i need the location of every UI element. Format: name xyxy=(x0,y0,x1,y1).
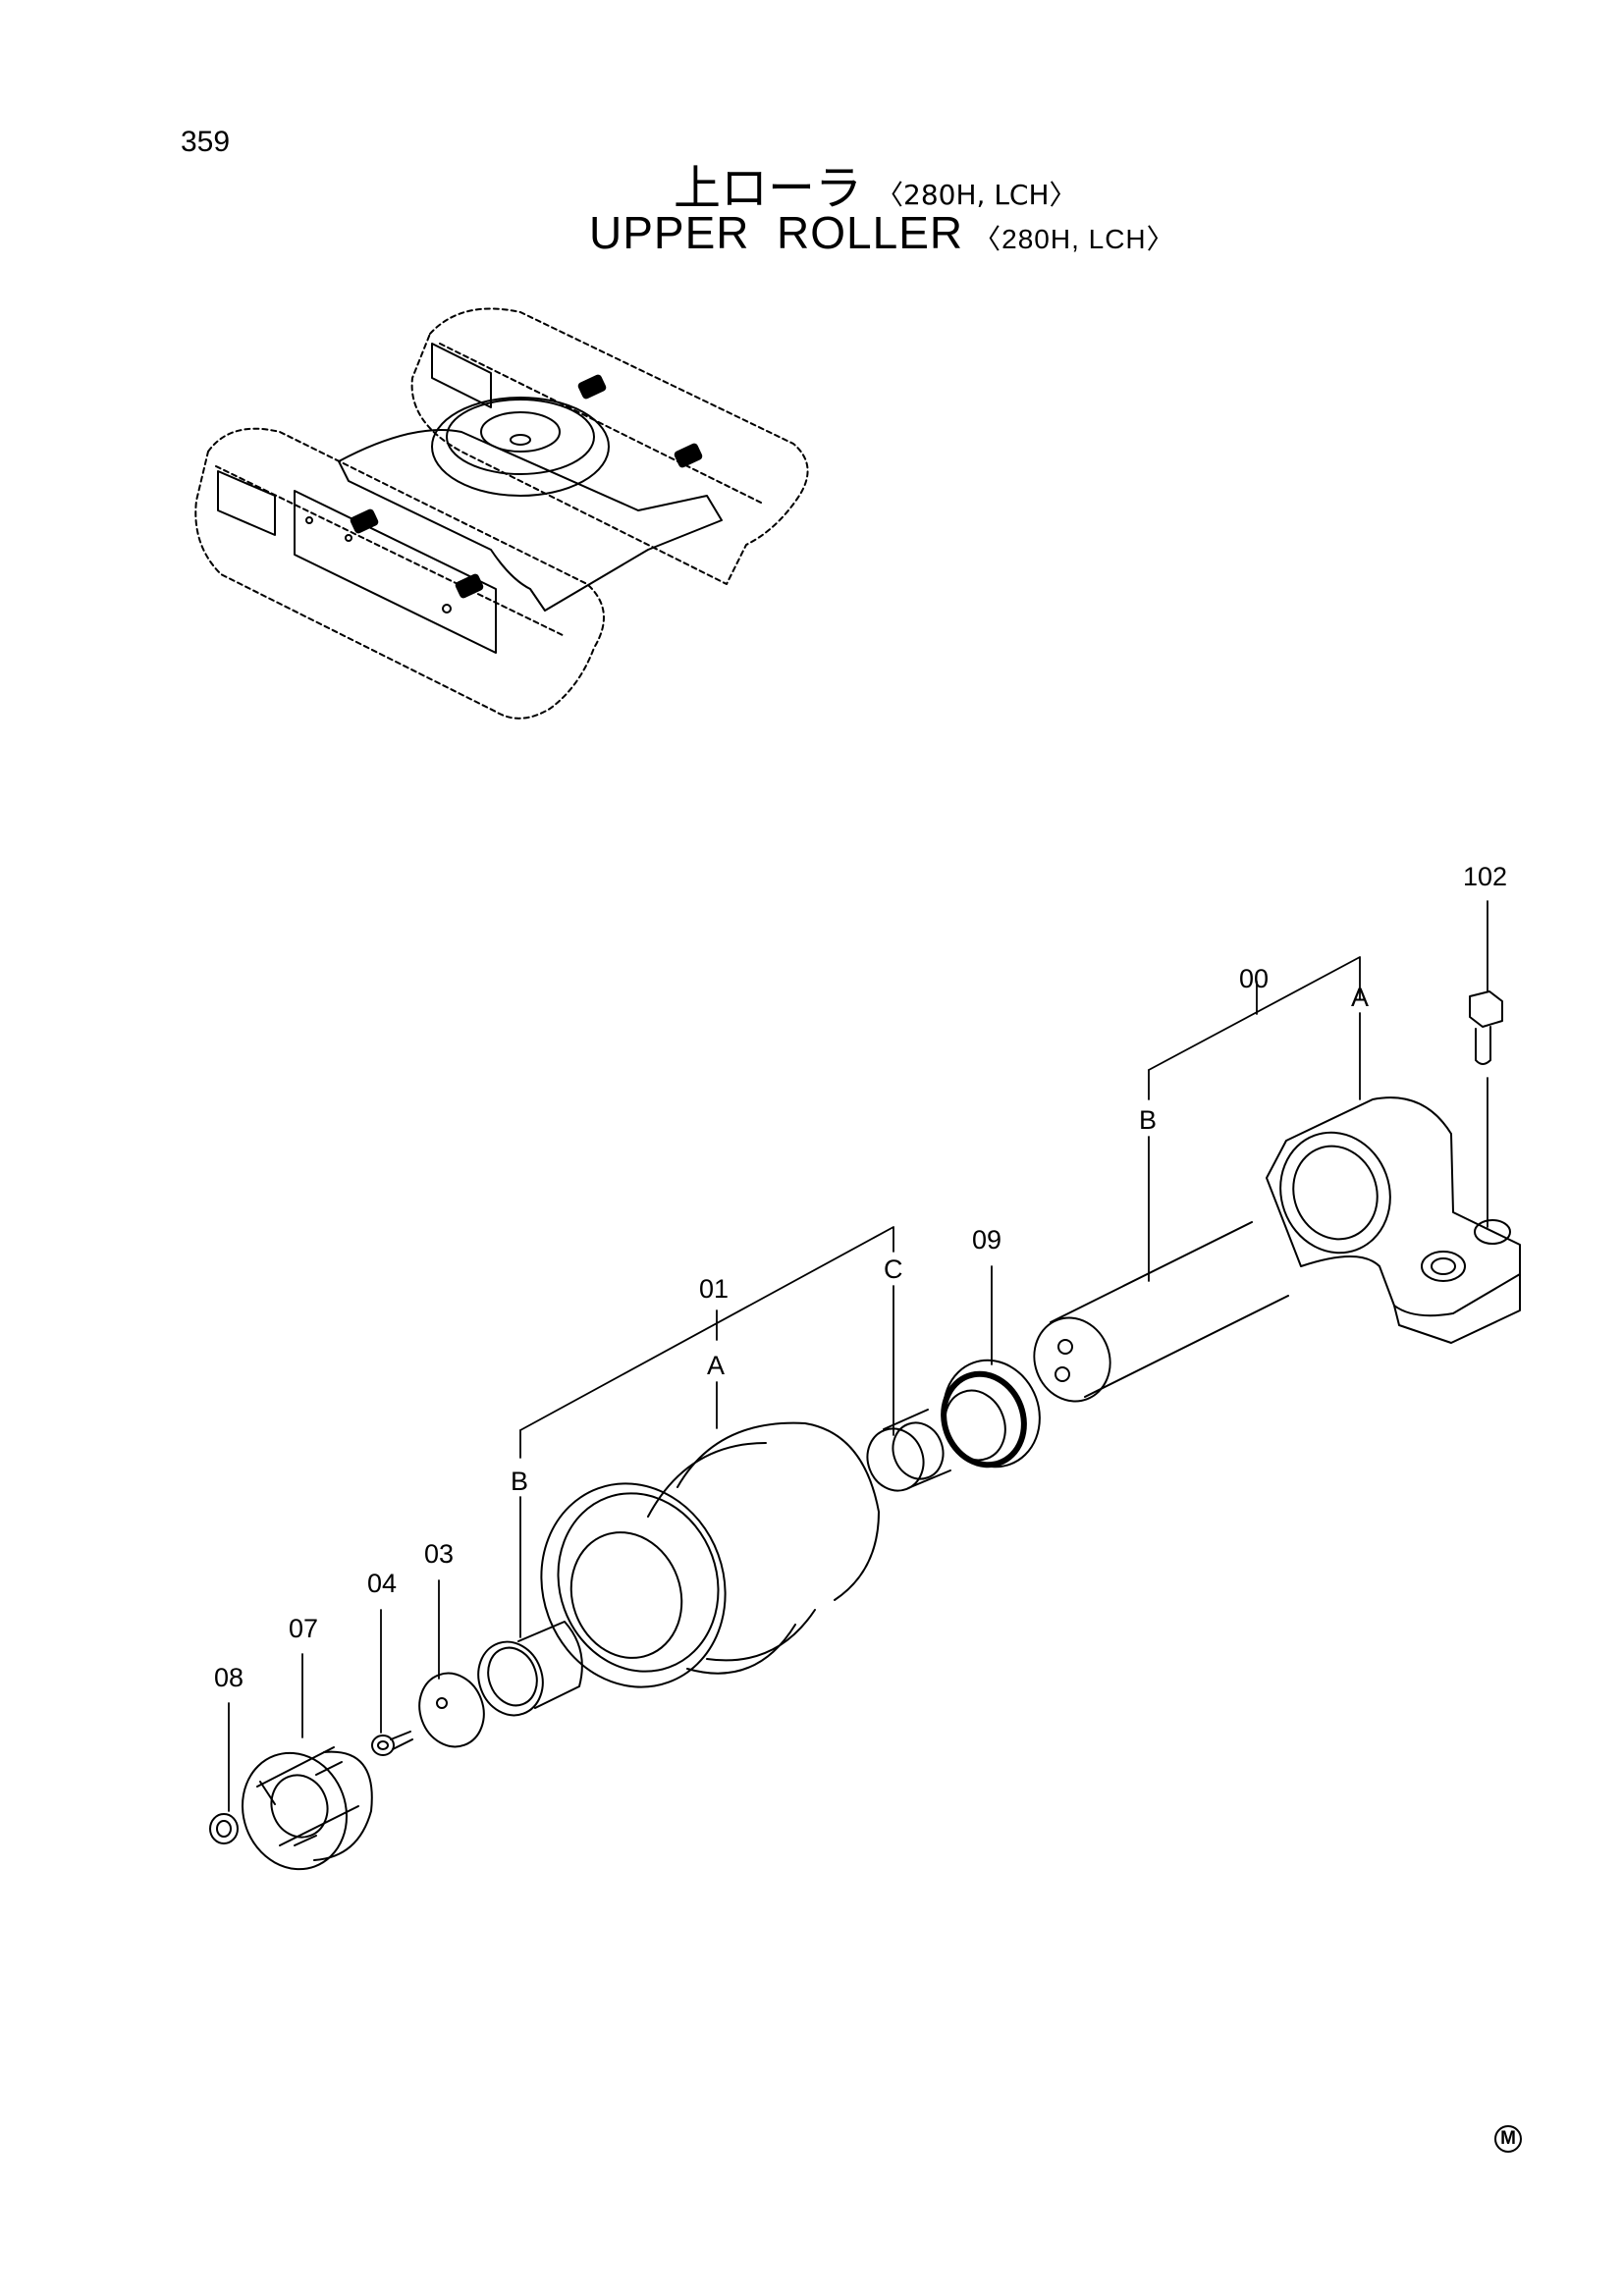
label-00-A: A xyxy=(1351,983,1369,1012)
bolt-04-part xyxy=(371,1731,413,1756)
bolt-102-part xyxy=(1469,990,1503,1065)
title-japanese: 上ローラ〈280H, LCH〉 xyxy=(674,149,1077,218)
roller-position-marks xyxy=(350,374,703,599)
label-00-B: B xyxy=(1139,1105,1157,1135)
bracket-part xyxy=(1266,1096,1521,1344)
title-en-models: 〈280H, LCH〉 xyxy=(973,224,1175,254)
label-102: 102 xyxy=(1463,862,1507,891)
seal-part xyxy=(941,1359,1041,1468)
undercarriage-overview xyxy=(194,307,809,720)
bushing-part xyxy=(866,1409,951,1492)
leader-lines xyxy=(228,900,1488,1812)
title-jp-models: 〈280H, LCH〉 xyxy=(876,179,1077,211)
publisher-mark: M xyxy=(1494,2125,1522,2153)
label-08: 08 xyxy=(214,1663,243,1692)
label-09: 09 xyxy=(972,1225,1001,1255)
label-04: 04 xyxy=(367,1569,397,1598)
thrust-plate-part xyxy=(418,1672,485,1748)
label-07: 07 xyxy=(289,1614,318,1643)
title-english: UPPER ROLLER 〈280H, LCH〉 xyxy=(589,206,1175,259)
flanged-bushing-part xyxy=(477,1621,583,1717)
label-01-C: C xyxy=(884,1255,903,1284)
title-en-text: UPPER ROLLER xyxy=(589,207,964,258)
roller-part xyxy=(540,1421,880,1688)
label-01: 01 xyxy=(699,1274,729,1304)
cover-part xyxy=(242,1746,373,1871)
label-00: 00 xyxy=(1239,964,1269,993)
plug-part xyxy=(209,1813,239,1844)
title-jp-text: 上ローラ xyxy=(674,161,863,216)
page-number: 359 xyxy=(181,126,231,158)
part-labels: 102 00 A B 09 01 A B C 03 04 07 08 xyxy=(214,862,1507,1692)
label-03: 03 xyxy=(424,1539,454,1569)
shaft-part xyxy=(1033,1221,1289,1403)
label-01-A: A xyxy=(707,1351,725,1380)
label-01-B: B xyxy=(511,1467,528,1496)
